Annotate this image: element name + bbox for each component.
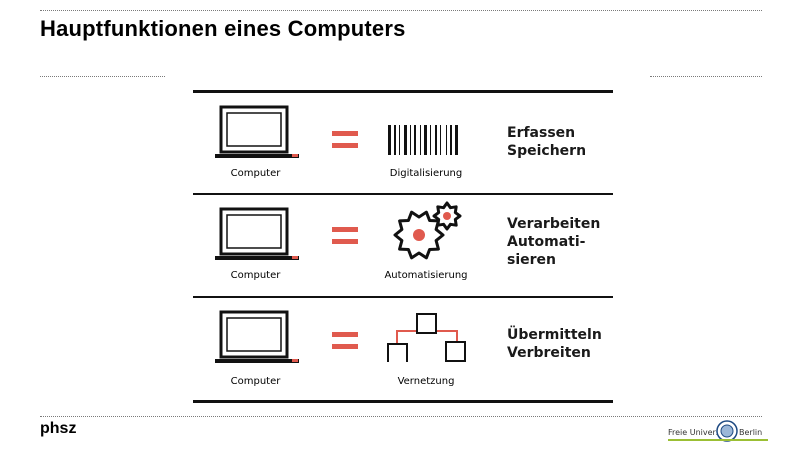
row-separator <box>193 296 613 298</box>
function-labels: Erfassen Speichern <box>507 124 586 160</box>
network-icon <box>387 313 466 362</box>
barcode-stripe <box>435 125 437 155</box>
concept-label: Digitalisierung <box>389 168 463 179</box>
device-label: Computer <box>230 270 281 281</box>
concept-label: Automatisierung <box>384 270 468 281</box>
gear-hub <box>443 212 451 220</box>
function-row-transmission: Computer Vernetzung Übermitteln Verbreit… <box>193 298 613 398</box>
logo-underline <box>668 439 768 441</box>
barcode-stripe <box>430 125 431 155</box>
laptop-icon <box>215 105 299 158</box>
bottom-dotted-rule <box>40 416 762 417</box>
left-dotted-rule <box>40 76 165 77</box>
barcode-stripe <box>410 125 411 155</box>
function-line: Erfassen <box>507 125 576 141</box>
concept-label: Vernetzung <box>397 376 455 387</box>
laptop-icon <box>215 207 299 260</box>
gears-icon <box>393 201 462 260</box>
function-line: Verbreiten <box>507 345 591 361</box>
device-label: Computer <box>230 376 281 387</box>
university-logo: Freie Universität Berlin <box>668 418 768 448</box>
gear-hub <box>413 229 425 241</box>
barcode-stripe <box>414 125 416 155</box>
laptop-icon <box>215 310 299 363</box>
university-name-left: Freie Universität <box>668 428 734 437</box>
function-row-capture: Computer Digitalisierung Erfassen Speich… <box>193 93 613 193</box>
barcode-icon <box>388 125 458 155</box>
barcode-stripe <box>424 125 427 155</box>
function-line: Speichern <box>507 143 587 159</box>
function-labels: Übermitteln Verbreiten <box>507 326 602 362</box>
barcode-stripe <box>394 125 396 155</box>
bottom-bar <box>193 400 613 403</box>
barcode-stripe <box>420 125 421 155</box>
barcode-stripe <box>399 125 400 155</box>
page-title: Hauptfunktionen eines Computers <box>40 16 406 41</box>
barcode-stripe <box>446 125 447 155</box>
barcode-stripe <box>455 125 458 155</box>
function-row-processing: Computer Automatisierung Verarbeiten Aut… <box>193 195 613 295</box>
barcode-stripe <box>440 125 441 155</box>
function-labels: Verarbeiten Automati- sieren <box>507 215 600 269</box>
function-line: Verarbeiten <box>507 216 601 232</box>
equals-icon <box>332 332 358 349</box>
brand-logo-text: phsz <box>40 420 77 437</box>
right-dotted-rule <box>650 76 762 77</box>
barcode-stripe <box>404 125 407 155</box>
device-label: Computer <box>230 168 281 179</box>
row-separator <box>193 193 613 195</box>
seal-icon <box>716 420 738 442</box>
barcode-stripe <box>388 125 391 155</box>
function-line: sieren <box>507 252 556 268</box>
top-dotted-rule <box>40 10 762 11</box>
equals-icon <box>332 227 358 244</box>
function-line: Übermitteln <box>507 327 602 343</box>
equals-icon <box>332 131 358 148</box>
top-bar <box>193 90 613 93</box>
function-line: Automati- <box>507 234 586 250</box>
computer-functions-infographic: Computer Digitalisierung Erfassen Speich… <box>193 90 613 403</box>
university-name-right: Berlin <box>739 428 763 437</box>
barcode-stripe <box>450 125 452 155</box>
